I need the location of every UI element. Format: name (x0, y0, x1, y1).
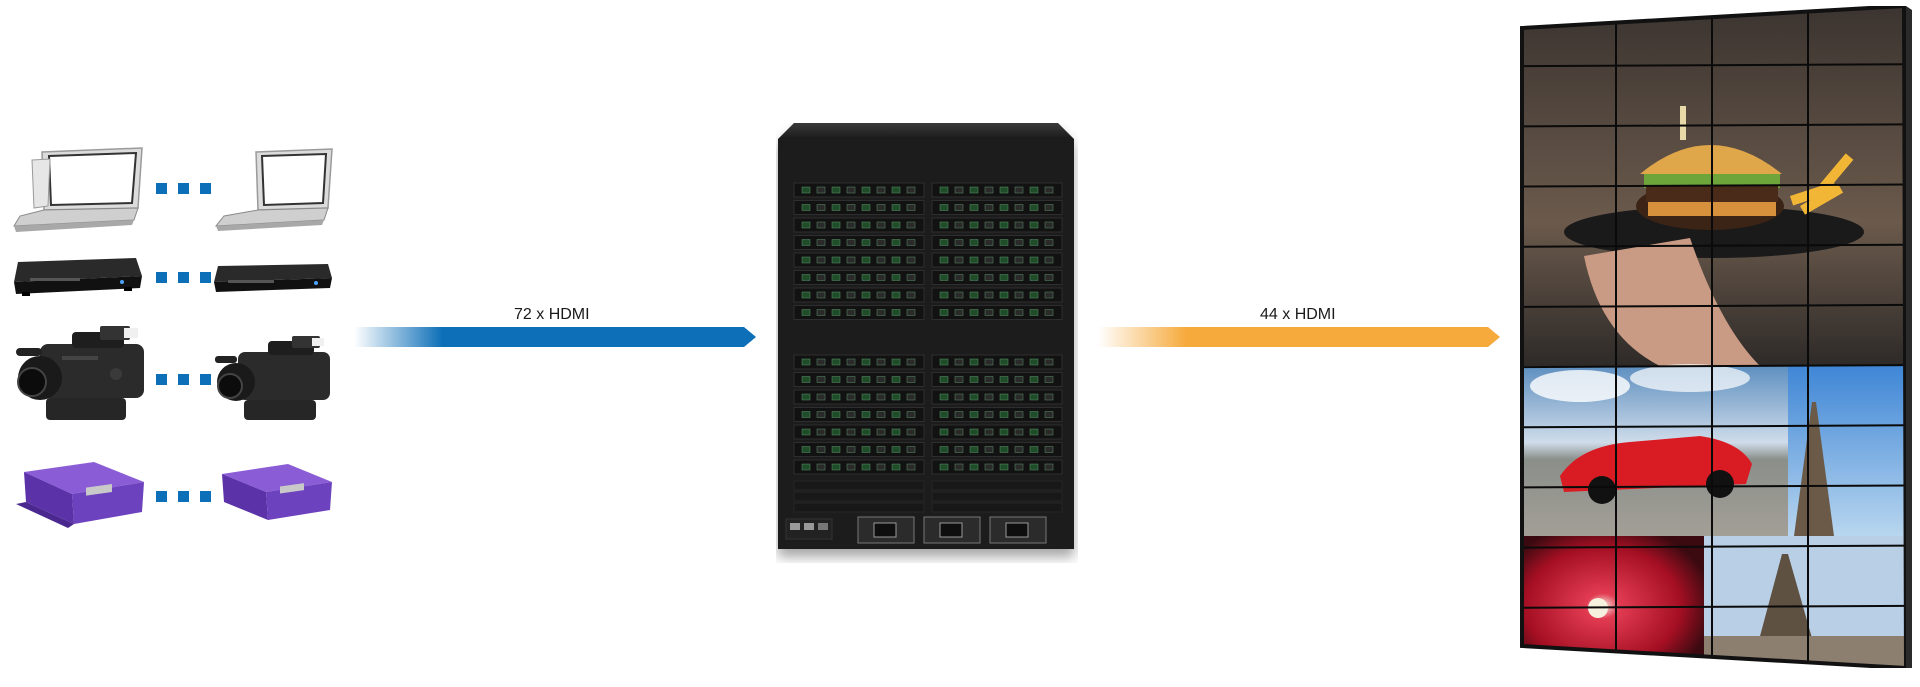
output-arrow (1098, 327, 1500, 347)
io-card (931, 182, 1063, 198)
continuation-dots (156, 491, 211, 502)
io-card (931, 372, 1063, 387)
blu-ray-player-icon (214, 264, 332, 292)
output-link-label: 44 x HDMI (1260, 306, 1336, 323)
io-card (793, 372, 925, 387)
io-card (931, 389, 1063, 405)
source-row-disc-players (0, 252, 340, 302)
media-player-box-icon (222, 464, 332, 520)
io-card (793, 442, 925, 457)
source-row-media-players (0, 454, 340, 536)
io-card (931, 287, 1063, 303)
io-card (793, 270, 925, 285)
input-link-label: 72 x HDMI (514, 306, 590, 323)
laptop-icon (13, 147, 143, 232)
continuation-dots (156, 272, 211, 283)
media-player-box-icon (16, 462, 144, 528)
io-card (793, 182, 925, 198)
io-card (931, 424, 1063, 440)
input-arrow (354, 327, 756, 347)
io-card (931, 200, 1063, 215)
io-card (793, 459, 925, 475)
io-card (793, 287, 925, 303)
io-card (931, 217, 1063, 233)
continuation-dots (156, 183, 211, 194)
io-card (931, 459, 1063, 475)
wall-tile-grid (1522, 6, 1906, 668)
continuation-dots (156, 374, 211, 385)
io-card (931, 442, 1063, 457)
source-row-laptops (0, 140, 340, 240)
io-card (931, 354, 1063, 370)
laptop-icon (214, 148, 333, 231)
io-card (793, 424, 925, 440)
io-card (793, 252, 925, 268)
video-wall (1520, 6, 1912, 668)
io-card (793, 407, 925, 422)
io-card (793, 354, 925, 370)
blu-ray-player-icon (14, 258, 142, 296)
power-supplies (857, 516, 1047, 544)
camcorder-icon (16, 326, 144, 420)
io-card (793, 389, 925, 405)
io-card (793, 200, 925, 215)
io-card (793, 217, 925, 233)
io-card (931, 270, 1063, 285)
io-card (931, 305, 1063, 320)
matrix-switcher-chassis (778, 123, 1074, 549)
io-card (793, 235, 925, 250)
io-card-slots (793, 182, 1063, 513)
io-card (931, 407, 1063, 422)
source-row-camcorders (0, 322, 340, 434)
camcorder-icon (215, 336, 330, 420)
io-card (793, 305, 925, 320)
io-card (931, 252, 1063, 268)
io-card (931, 235, 1063, 250)
